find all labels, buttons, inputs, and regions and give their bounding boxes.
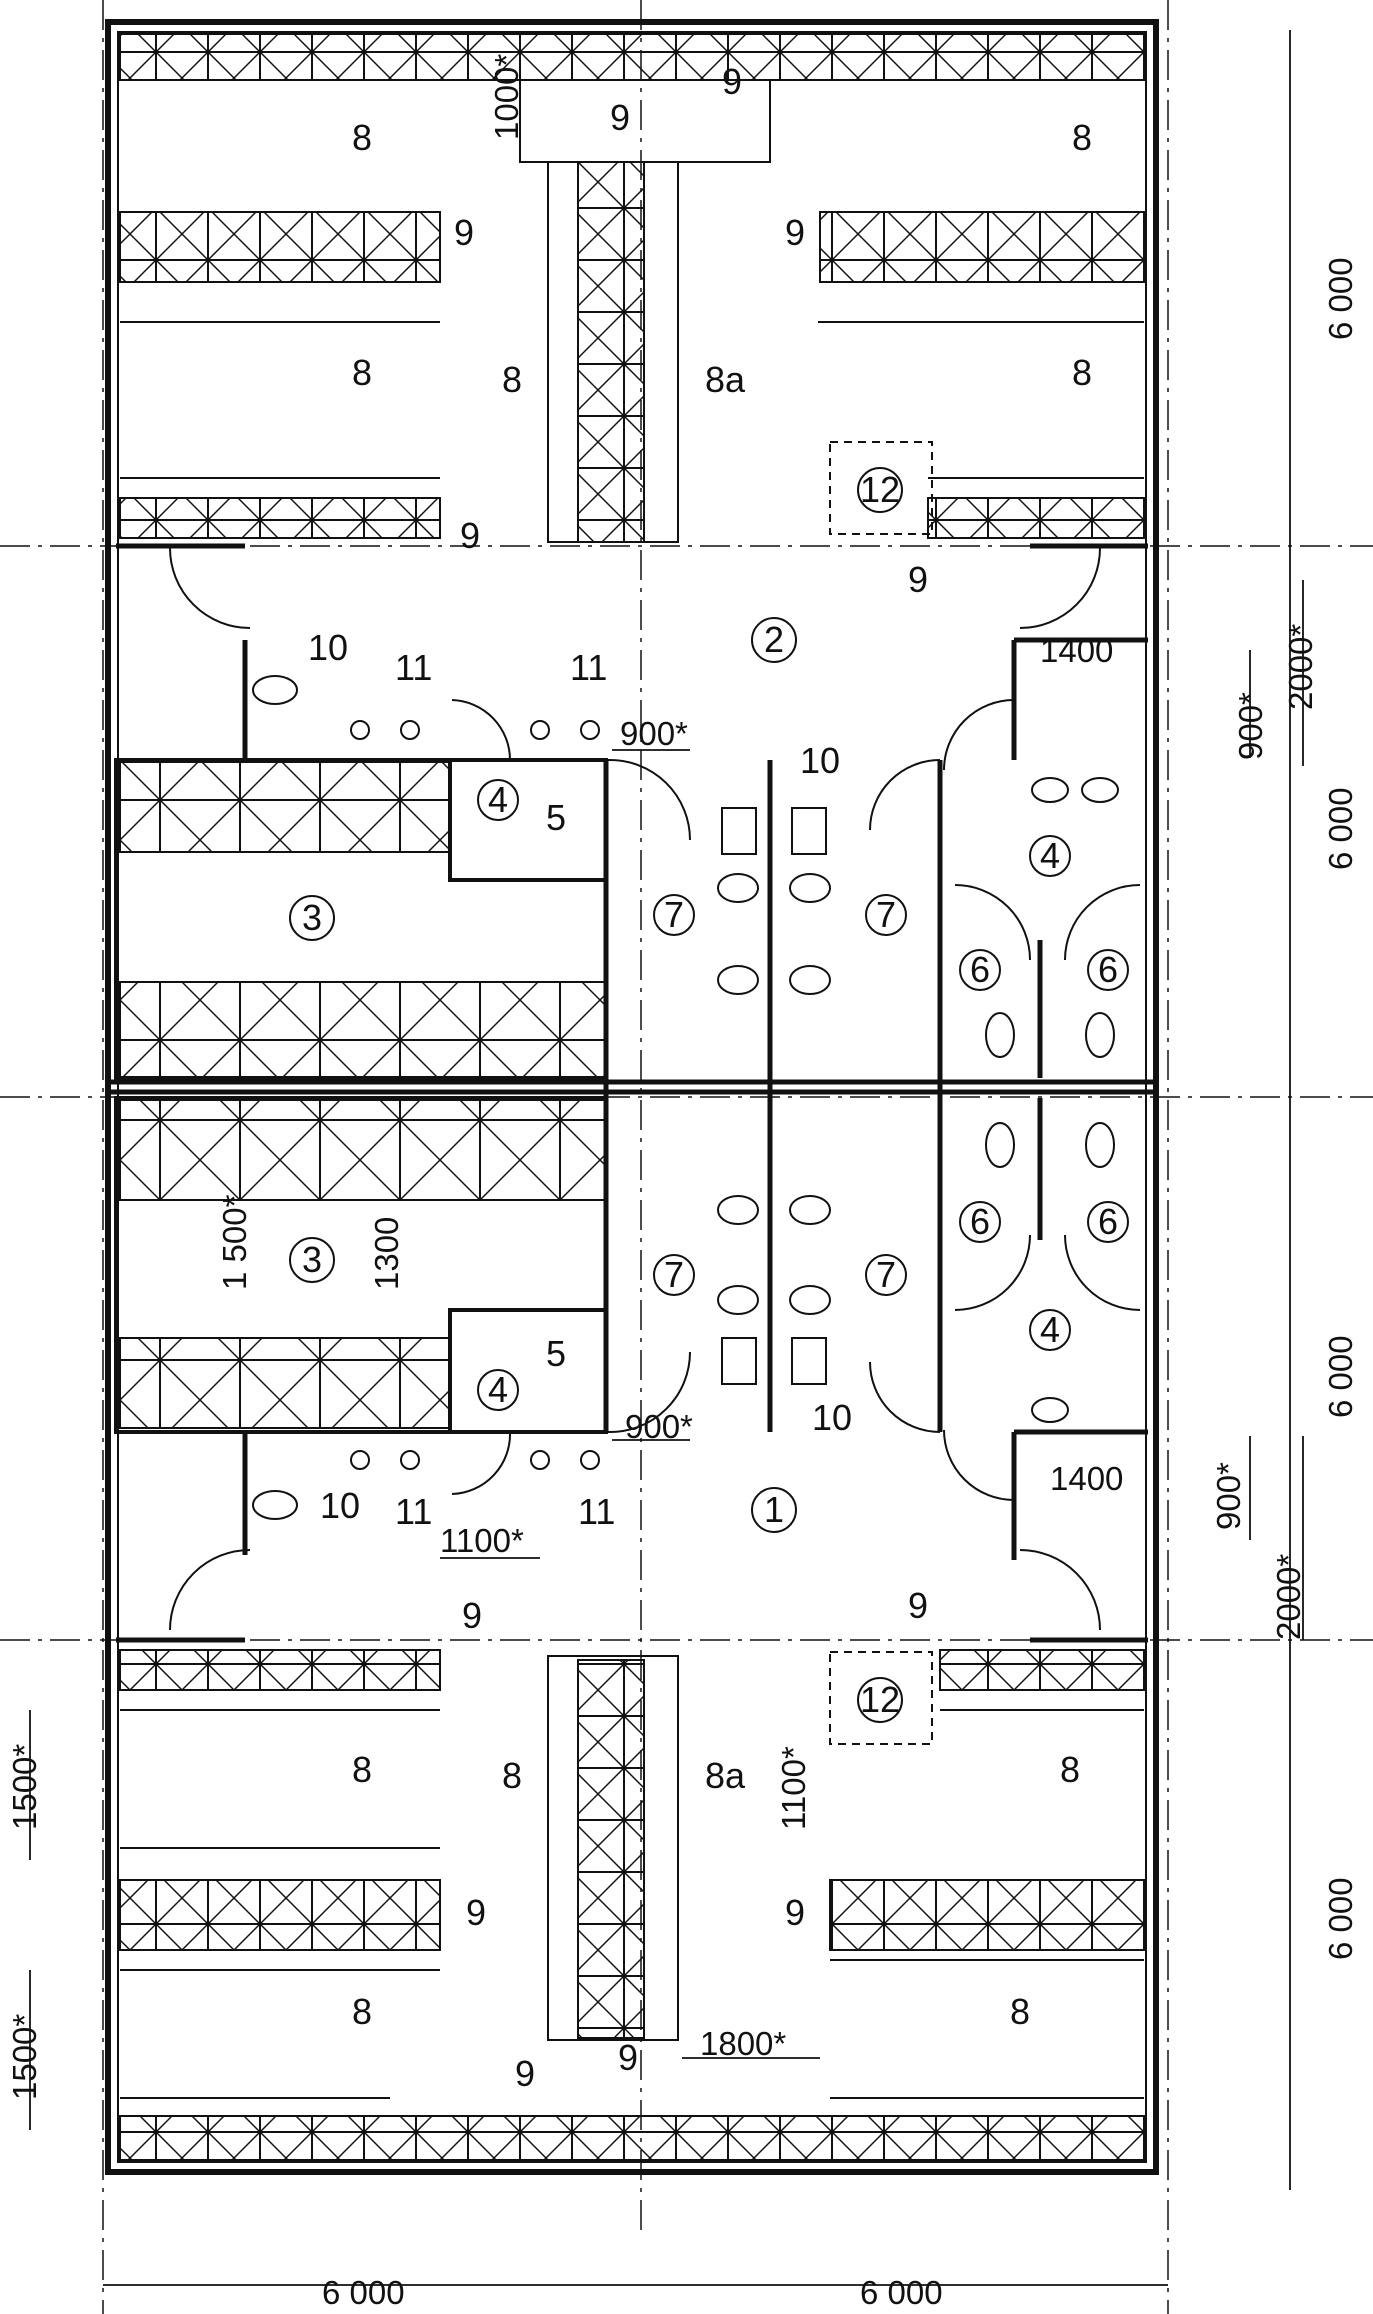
label-8: 8 bbox=[352, 1991, 372, 2032]
room-7-label: 7 bbox=[664, 894, 684, 935]
dim-900-bottom: 900* bbox=[625, 1408, 693, 1445]
label-8: 8 bbox=[1010, 1991, 1030, 2032]
room-6-label: 6 bbox=[1098, 949, 1118, 990]
room-4-label: 4 bbox=[1040, 1309, 1060, 1350]
label-8a: 8a bbox=[705, 1755, 746, 1796]
dim-2000-top: 2000* bbox=[1282, 624, 1319, 710]
room-4-label: 4 bbox=[1040, 835, 1060, 876]
label-8: 8 bbox=[352, 117, 372, 158]
label-9: 9 bbox=[460, 515, 480, 556]
label-9: 9 bbox=[722, 61, 742, 102]
room-5-label: 5 bbox=[546, 797, 566, 838]
doors bbox=[169, 547, 1141, 1631]
label-9: 9 bbox=[462, 1595, 482, 1636]
dim-1800: 1800* bbox=[700, 2025, 786, 2062]
room-markers bbox=[289, 467, 1129, 1723]
dim-1400-top: 1400 bbox=[1040, 632, 1113, 669]
dim-1500-left-2: 1500* bbox=[6, 2014, 43, 2100]
label-10: 10 bbox=[812, 1397, 852, 1438]
dim-1000: 1000* bbox=[488, 54, 525, 140]
label-10: 10 bbox=[308, 627, 348, 668]
label-8: 8 bbox=[352, 352, 372, 393]
room-7-label: 7 bbox=[664, 1254, 684, 1295]
room-4-label: 4 bbox=[488, 779, 508, 820]
label-8: 8 bbox=[1072, 117, 1092, 158]
room-6-label: 6 bbox=[970, 949, 990, 990]
equipment-zones bbox=[829, 441, 933, 1745]
label-9: 9 bbox=[618, 2037, 638, 2078]
label-8: 8 bbox=[1060, 1749, 1080, 1790]
label-10: 10 bbox=[800, 740, 840, 781]
dim-6000-bottom-right: 6 000 bbox=[860, 2274, 943, 2311]
room-1-label: 1 bbox=[764, 1489, 784, 1530]
sanitary-fixtures bbox=[252, 675, 1119, 1520]
dim-6000-bottom-left: 6 000 bbox=[322, 2274, 405, 2311]
label-8a: 8a bbox=[705, 359, 746, 400]
label-11: 11 bbox=[578, 1491, 615, 1532]
dim-1500-left-1: 1500* bbox=[6, 1744, 43, 1830]
label-9: 9 bbox=[785, 1892, 805, 1933]
dim-1100-top: 1100* bbox=[440, 1522, 524, 1559]
label-11: 11 bbox=[395, 647, 432, 688]
internal-walls bbox=[108, 543, 1156, 1643]
bench-outlines bbox=[120, 79, 1144, 2099]
room-2-label: 2 bbox=[764, 619, 784, 660]
room-numbers: 2 1 3 3 4 4 4 4 6 6 6 6 7 7 7 7 12 12 5 … bbox=[302, 469, 1118, 1720]
label-10: 10 bbox=[320, 1485, 360, 1526]
label-9: 9 bbox=[454, 212, 474, 253]
label-9: 9 bbox=[515, 2053, 535, 2094]
label-8: 8 bbox=[502, 1755, 522, 1796]
dimension-texts: 1000* 900* 1400 900* 2000* 6 000 6 000 6… bbox=[6, 54, 1359, 2311]
dim-1100-right: 1100* bbox=[775, 1746, 812, 1830]
dim-1400-bottom: 1400 bbox=[1050, 1460, 1123, 1497]
label-9: 9 bbox=[610, 97, 630, 138]
label-8: 8 bbox=[1072, 352, 1092, 393]
room-7-label: 7 bbox=[876, 1254, 896, 1295]
dim-6000-r4: 6 000 bbox=[1322, 1877, 1359, 1960]
dimension-lines bbox=[29, 30, 1304, 2286]
room-7-label: 7 bbox=[876, 894, 896, 935]
dim-2000-bottom: 2000* bbox=[1270, 1554, 1307, 1640]
callout-labels: 8 8 8 8 8 8a 8 8 8 8 8 8a 9 9 9 9 9 9 9 … bbox=[308, 61, 1092, 2094]
dim-1500-left: 1 500* bbox=[216, 1194, 253, 1290]
label-9: 9 bbox=[785, 212, 805, 253]
dim-6000-r1: 6 000 bbox=[1322, 257, 1359, 340]
room-4-label: 4 bbox=[488, 1369, 508, 1410]
label-9: 9 bbox=[908, 559, 928, 600]
room-12-label: 12 bbox=[860, 469, 900, 510]
label-9: 9 bbox=[466, 1892, 486, 1933]
room-6-label: 6 bbox=[1098, 1201, 1118, 1242]
label-8: 8 bbox=[502, 359, 522, 400]
dim-6000-r3: 6 000 bbox=[1322, 1335, 1359, 1418]
room-6-label: 6 bbox=[970, 1201, 990, 1242]
dim-1300: 1300 bbox=[368, 1217, 405, 1290]
room-5-label: 5 bbox=[546, 1333, 566, 1374]
label-9: 9 bbox=[908, 1585, 928, 1626]
dim-6000-r2: 6 000 bbox=[1322, 787, 1359, 870]
room-3-label: 3 bbox=[302, 897, 322, 938]
label-11: 11 bbox=[395, 1491, 432, 1532]
label-8: 8 bbox=[352, 1749, 372, 1790]
dim-900-top: 900* bbox=[620, 715, 688, 752]
dim-900-right-top: 900* bbox=[1232, 692, 1269, 760]
room-3-label: 3 bbox=[302, 1239, 322, 1280]
room-12-label: 12 bbox=[860, 1679, 900, 1720]
label-11: 11 bbox=[570, 647, 607, 688]
dim-900-right-bottom: 900* bbox=[1210, 1462, 1247, 1530]
rack-hatching bbox=[119, 33, 1145, 2161]
